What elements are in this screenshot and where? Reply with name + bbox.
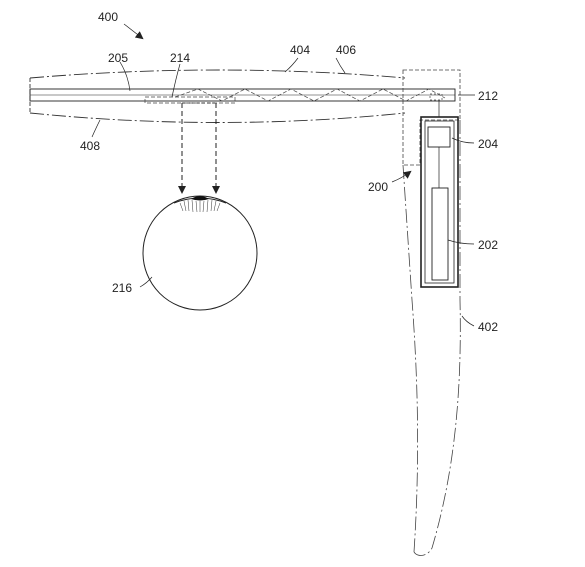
- rays-to-eye: [178, 102, 220, 194]
- label-400: 400: [98, 10, 118, 24]
- pupil: [191, 196, 209, 201]
- temple-inner-edge: [402, 164, 419, 553]
- leader-205: [119, 61, 131, 92]
- module-housing: [420, 116, 459, 288]
- leader-406: [335, 57, 346, 74]
- leader-202: [447, 239, 475, 245]
- arrow-400: [123, 23, 144, 40]
- label-404: 404: [290, 43, 310, 57]
- light-guide: [29, 88, 456, 102]
- front-frame: [29, 69, 406, 123]
- component-202: [431, 187, 449, 281]
- arrow-200: [391, 170, 412, 183]
- leader-402: [461, 315, 475, 327]
- leader-404: [284, 57, 299, 73]
- module-inner: [424, 120, 455, 284]
- frame-bottom-edge: [29, 112, 406, 123]
- display-module: [420, 101, 459, 288]
- label-204: 204: [478, 137, 498, 151]
- leader-214: [171, 63, 181, 98]
- housing-outline: [402, 69, 461, 166]
- leader-lines: [91, 23, 476, 327]
- label-205: 205: [108, 51, 128, 65]
- label-406: 406: [336, 43, 356, 57]
- labels: 400 205 214 404 406 212 408 204 200 202 …: [80, 10, 498, 334]
- out-coupling-region: [144, 96, 236, 104]
- label-408: 408: [80, 139, 100, 153]
- label-402: 402: [478, 320, 498, 334]
- label-200: 200: [368, 180, 388, 194]
- hinge-housing: [402, 69, 461, 166]
- eye: [142, 195, 258, 311]
- label-202: 202: [478, 238, 498, 252]
- leader-408: [91, 119, 101, 138]
- iris-lines: [179, 199, 221, 213]
- leader-216: [139, 276, 153, 288]
- eyeball: [142, 195, 258, 311]
- zigzag-rays: [174, 88, 446, 102]
- temple-outer-edge: [413, 120, 461, 556]
- in-coupling-element: [429, 93, 443, 101]
- component-204: [427, 126, 451, 148]
- frame-top-edge: [29, 69, 406, 79]
- label-216: 216: [112, 281, 132, 295]
- temple-arm: [402, 120, 461, 556]
- leader-204: [451, 137, 475, 144]
- label-214: 214: [170, 51, 190, 65]
- label-212: 212: [478, 89, 498, 103]
